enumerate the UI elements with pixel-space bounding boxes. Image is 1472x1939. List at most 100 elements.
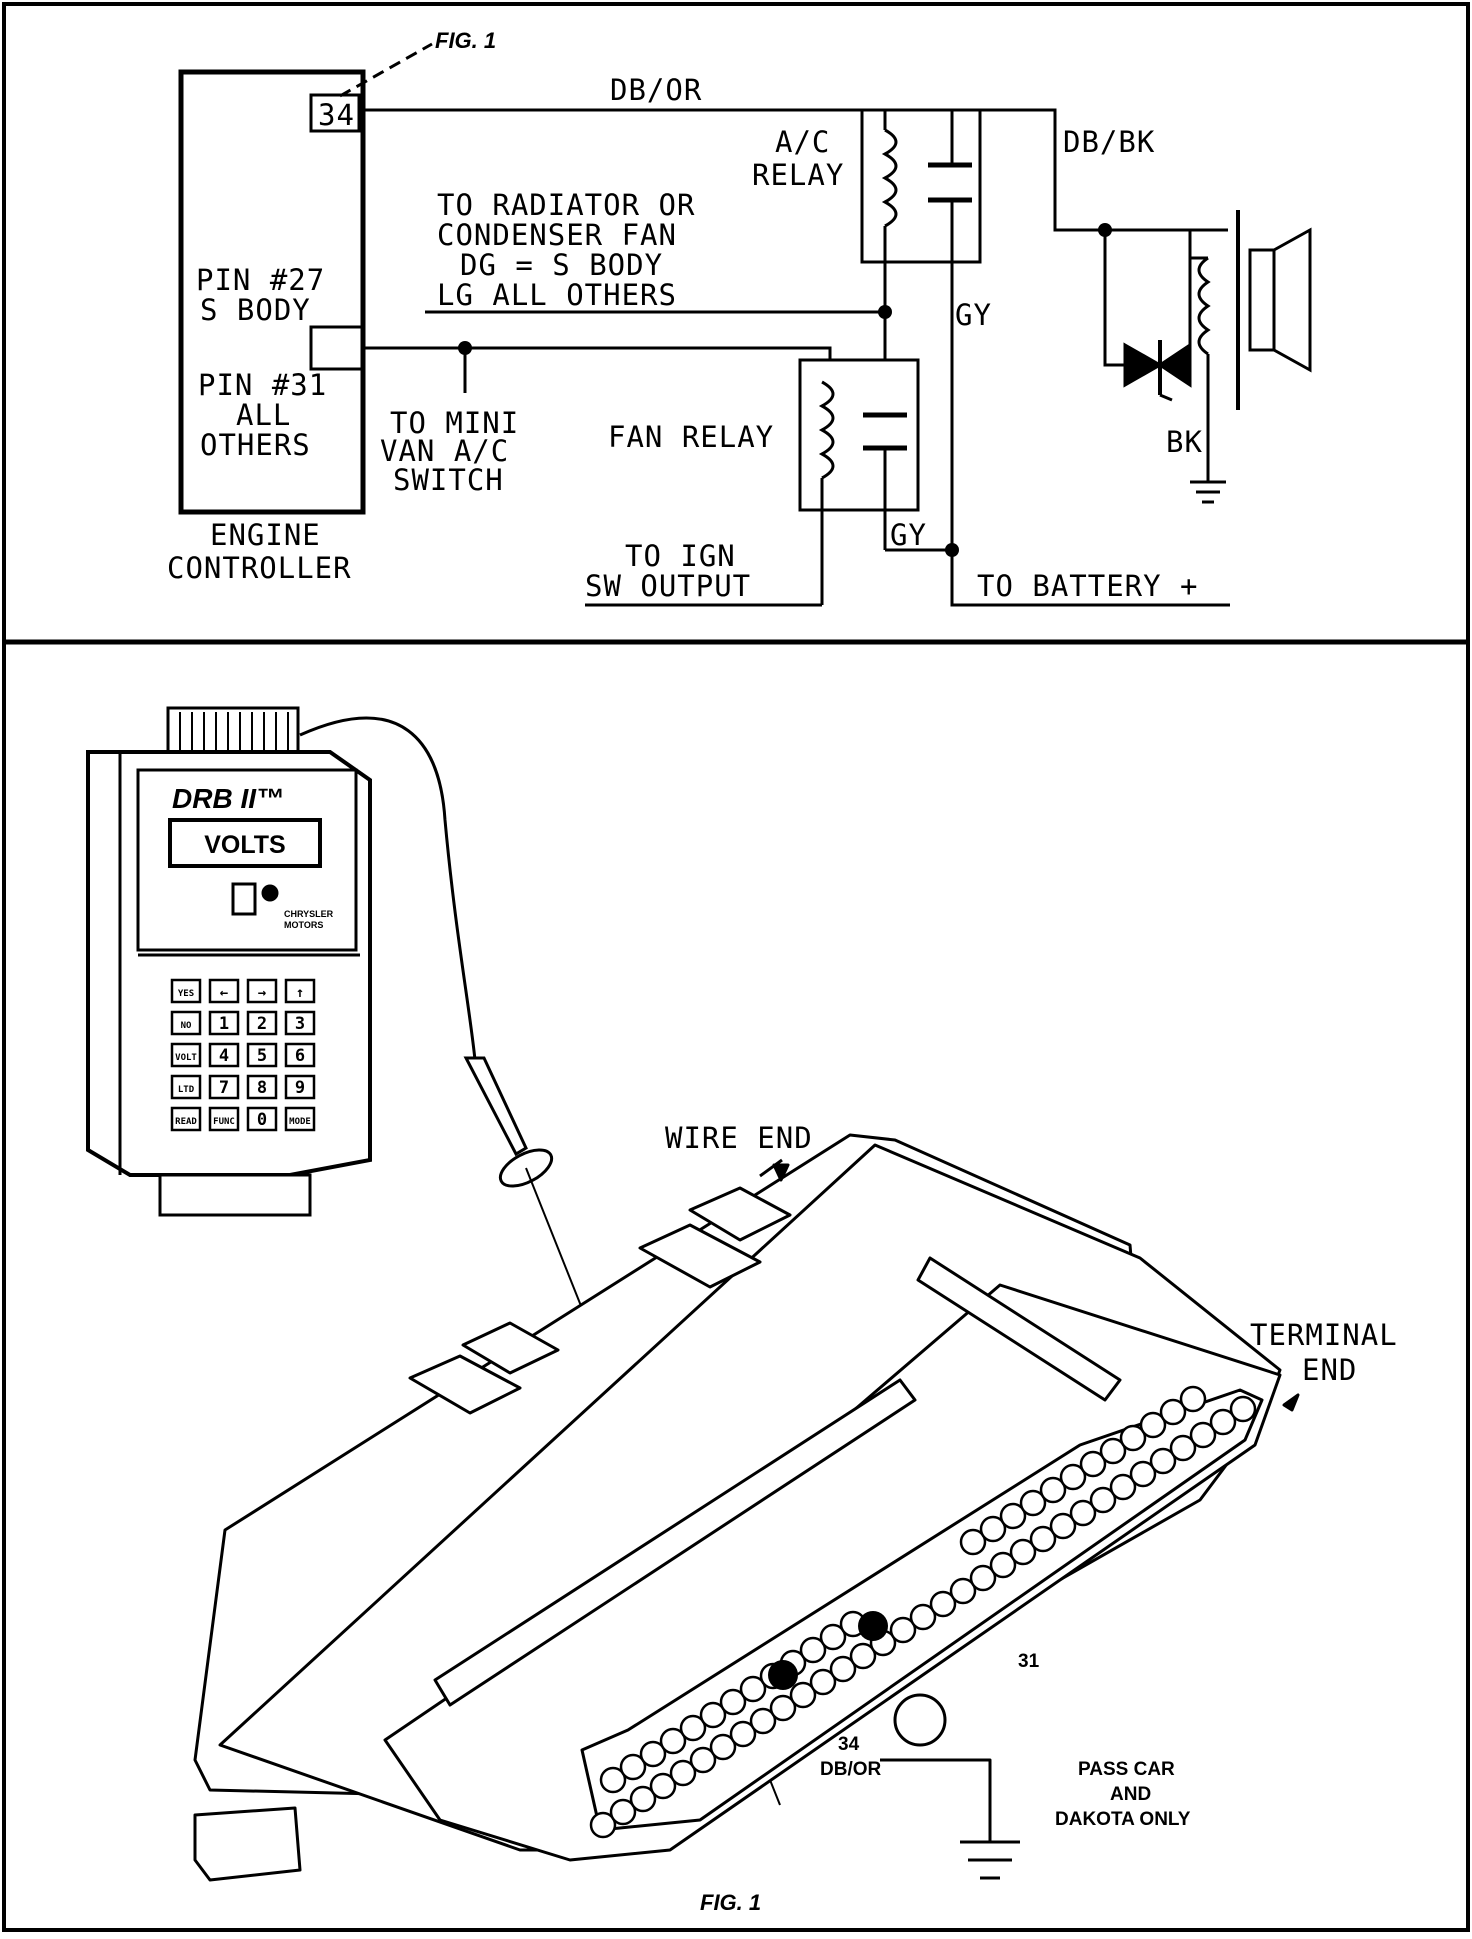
key-volt: VOLT — [175, 1053, 197, 1063]
tester-keypad — [170, 978, 316, 1132]
bk-label: BK — [1166, 425, 1203, 459]
latch-1 — [638, 1223, 762, 1289]
key-left: ← — [220, 985, 228, 1001]
key-func: FUNC — [213, 1117, 235, 1127]
key-8: 8 — [257, 1078, 267, 1098]
ign-label-2: SW OUTPUT — [585, 569, 751, 603]
radiator-note-3: DG = S BODY — [460, 248, 663, 282]
key-right: → — [258, 985, 266, 1001]
pin31-label-1: PIN #31 — [198, 368, 327, 402]
pin31-label-2: ALL — [236, 398, 291, 432]
pin31-box — [309, 325, 365, 371]
ac-relay-label-1: A/C — [775, 125, 830, 159]
terminal-end-label-2: END — [1302, 1353, 1357, 1387]
slot-rail-left — [433, 1378, 917, 1707]
schematic — [178, 42, 1312, 607]
pin34-callout-1: 34 — [838, 1734, 860, 1755]
battery-label: TO BATTERY + — [977, 569, 1199, 603]
radiator-note-4: LG ALL OTHERS — [437, 278, 677, 312]
tester-indicator — [231, 882, 257, 916]
radiator-note-2: CONDENSER FAN — [437, 218, 677, 252]
maker-label-1: CHRYSLER — [284, 909, 334, 919]
latch-2 — [688, 1186, 792, 1242]
pin-34-marker — [768, 1660, 798, 1690]
keypad-labels: YES ← → ↑ NO 1 2 3 VOLT 4 5 6 LTD 7 8 9 … — [175, 985, 311, 1130]
mini-van-label-1: TO MINI — [390, 406, 519, 440]
motor-coil — [1197, 256, 1211, 356]
tester-bottom-plug — [158, 1173, 312, 1217]
latch-4 — [461, 1321, 560, 1375]
diode — [1123, 342, 1164, 388]
engine-controller-box — [178, 69, 366, 515]
display-text: VOLTS — [204, 831, 285, 859]
key-7: 7 — [219, 1078, 229, 1098]
ac-relay-label-2: RELAY — [752, 158, 844, 192]
ac-relay-box — [860, 108, 982, 264]
pin34-callout-2: DB/OR — [820, 1759, 882, 1780]
latch-3 — [408, 1354, 522, 1415]
key-2: 2 — [257, 1014, 267, 1034]
pass-car-label-3: DAKOTA ONLY — [1055, 1809, 1191, 1830]
key-ltd: LTD — [178, 1085, 195, 1095]
fan-relay-coil — [818, 380, 835, 480]
slot-rail-right — [916, 1256, 1122, 1402]
key-mode: MODE — [289, 1117, 311, 1127]
mini-van-label-3: SWITCH — [393, 463, 504, 497]
fan-relay-box — [798, 358, 920, 512]
pin27-label-1: PIN #27 — [196, 263, 325, 297]
key-read: READ — [175, 1117, 197, 1127]
fig-label-top: FIG. 1 — [435, 28, 496, 53]
radiator-note-1: TO RADIATOR OR — [437, 188, 695, 222]
key-up: ↑ — [296, 985, 304, 1001]
terminal-pins — [589, 1385, 1257, 1839]
maker-label-2: MOTORS — [284, 920, 323, 930]
ac-relay-coil — [881, 128, 898, 228]
wire-db-bk-label: DB/BK — [1063, 125, 1155, 159]
connector-foot — [193, 1806, 302, 1882]
terminal-end-arrow — [1282, 1393, 1300, 1412]
connector-block — [193, 1133, 1300, 1882]
keying-hole — [893, 1693, 947, 1747]
wire-battery — [950, 550, 1230, 607]
junction-dots — [458, 223, 1112, 557]
fig-label-bottom: FIG. 1 — [700, 1890, 761, 1915]
engine-controller-label-1: ENGINE — [210, 518, 321, 552]
pass-car-label-1: PASS CAR — [1078, 1759, 1175, 1780]
gy-label-2: GY — [890, 518, 927, 552]
wire-end-arrow — [772, 1163, 790, 1182]
pentastar-logo — [261, 884, 279, 902]
key-1: 1 — [219, 1014, 229, 1034]
key-no: NO — [181, 1021, 192, 1031]
pin34-box — [309, 93, 361, 133]
pin27-label-2: S BODY — [200, 293, 311, 327]
engine-controller-label-2: CONTROLLER — [167, 551, 352, 585]
key-yes: YES — [178, 989, 194, 999]
drb-brand-label: DRB II™ — [172, 783, 284, 814]
key-0: 0 — [257, 1110, 267, 1130]
key-6: 6 — [295, 1046, 305, 1066]
probe-handle — [463, 1056, 528, 1157]
probe-cable — [299, 716, 477, 1061]
tester-display — [168, 818, 322, 868]
pin31-callout: 31 — [1018, 1651, 1040, 1672]
ign-label-1: TO IGN — [625, 539, 736, 573]
gy-label-1: GY — [955, 298, 992, 332]
wire-db-or — [363, 108, 1228, 232]
pin-31-marker — [858, 1611, 888, 1641]
key-4: 4 — [219, 1046, 229, 1066]
drb-tester — [86, 706, 781, 1806]
speaker-cone — [1272, 227, 1312, 373]
pin34-label: 34 — [318, 98, 355, 132]
wire-pin31 — [363, 346, 832, 360]
wire-db-or-label: DB/OR — [610, 73, 702, 107]
key-9: 9 — [295, 1078, 305, 1098]
pin31-label-3: OTHERS — [200, 428, 311, 462]
terminal-end-label-1: TERMINAL — [1250, 1318, 1398, 1352]
key-3: 3 — [295, 1014, 305, 1034]
pass-car-label-2: AND — [1110, 1784, 1151, 1805]
mini-van-label-2: VAN A/C — [380, 434, 509, 468]
fan-relay-label: FAN RELAY — [608, 420, 774, 454]
